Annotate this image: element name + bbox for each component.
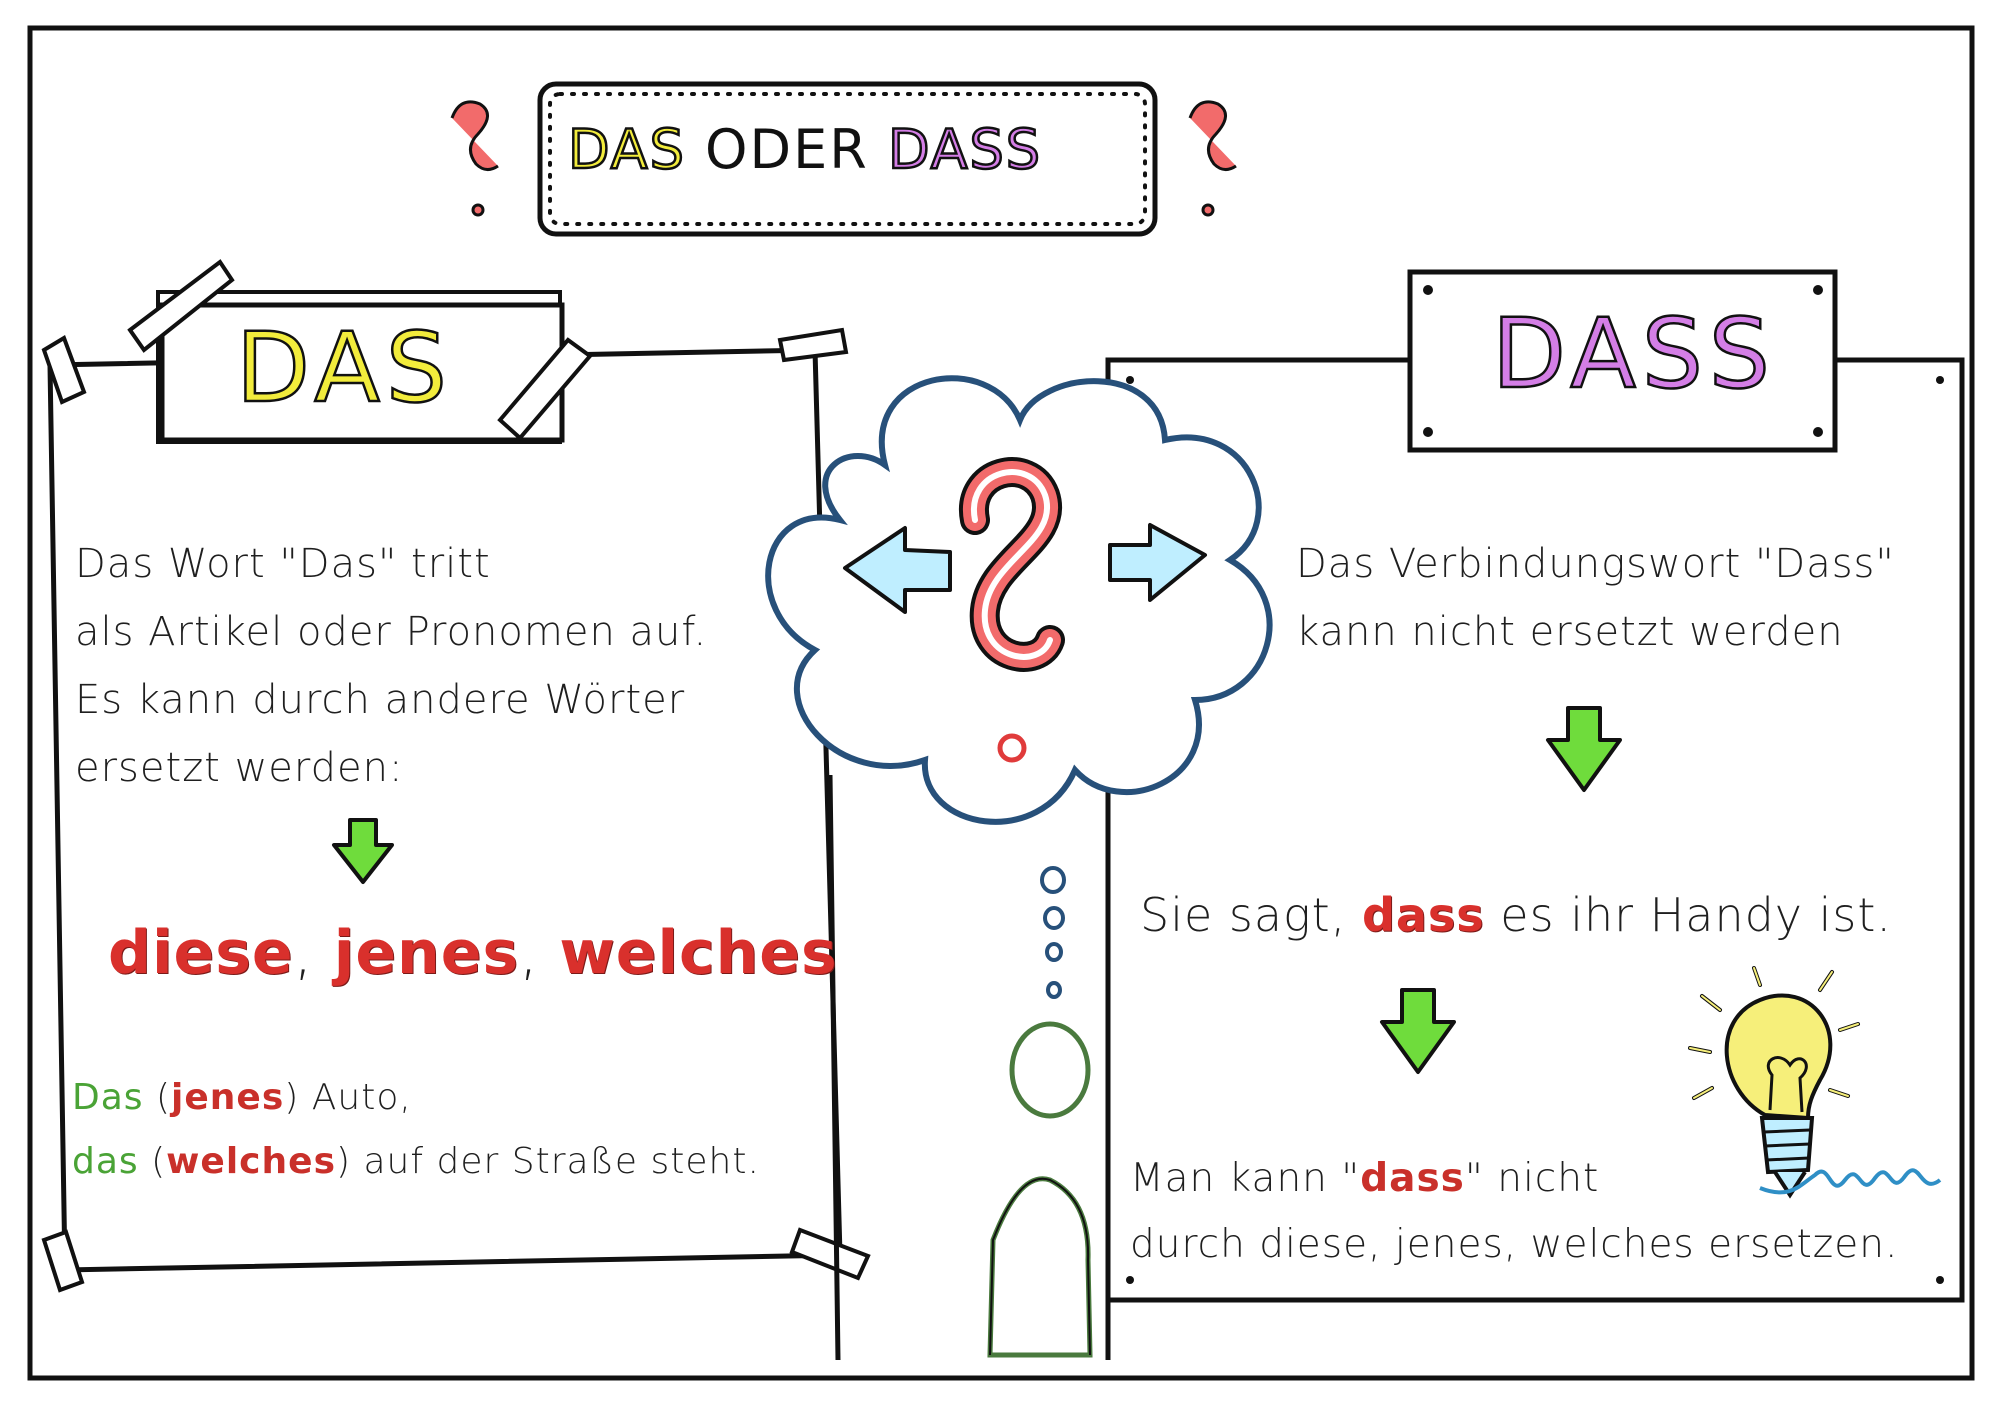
arrow-down-icon [1546, 706, 1622, 792]
rule-text: Man kann " [1130, 1156, 1361, 1201]
question-mark-icon [959, 457, 1065, 763]
example-text: ) Auto, [284, 1077, 412, 1118]
rule-keyword: dass [1360, 1156, 1465, 1201]
example-text: ( [138, 1141, 167, 1182]
example-text: ) auf der Straße steht. [336, 1141, 760, 1182]
thought-bubble [1009, 1021, 1091, 1119]
arrow-left-icon [843, 526, 952, 614]
thought-dots [1040, 866, 1066, 999]
arrow-down-icon [332, 818, 394, 884]
outer-frame [27, 25, 1975, 1381]
example-line: das (welches) auf der Straße steht. [72, 1130, 760, 1194]
separator: , [293, 918, 334, 988]
thought-cloud-icon [765, 375, 1273, 825]
page-title: DAS ODER DASS [567, 117, 1043, 183]
replacement-word: welches [559, 918, 838, 988]
example-text: ( [143, 1077, 172, 1118]
rule-text: " nicht [1464, 1156, 1600, 1201]
left-line: als Artikel oder Pronomen auf. [75, 609, 708, 655]
left-line: ersetzt werden: [75, 745, 404, 791]
right-heading: DASS [1491, 297, 1776, 412]
title-box [537, 81, 1158, 237]
title-oder: ODER [705, 118, 869, 181]
title-box-dotted [548, 92, 1147, 226]
example-sentence: Sie sagt, dass es ihr Handy ist. [1140, 888, 1892, 942]
left-heading-box [159, 302, 565, 443]
left-heading: DAS [235, 311, 453, 426]
separator: , [519, 918, 560, 988]
center-pillar [827, 774, 1111, 1361]
left-description: Das Wort "Das" tritt als Artikel oder Pr… [75, 530, 707, 802]
right-line: Das Verbindungswort "Dass" [1296, 541, 1895, 587]
rivets [1126, 285, 1944, 1284]
example-word: Das [72, 1077, 144, 1118]
example-line: Das (jenes) Auto, [72, 1066, 760, 1130]
sentence-keyword: dass [1361, 888, 1485, 942]
right-line: kann nicht ersetzt werden [1296, 609, 1844, 655]
right-description: Das Verbindungswort "Dass" kann nicht er… [1296, 530, 1895, 666]
title-das: DAS [567, 117, 686, 183]
left-line: Das Wort "Das" tritt [75, 541, 491, 587]
right-rule: Man kann "dass" nicht durch diese, jenes… [1130, 1146, 1898, 1278]
rule-line: Man kann "dass" nicht [1130, 1146, 1898, 1212]
sentence-text: Sie sagt, [1140, 888, 1362, 942]
example-word: das [72, 1141, 139, 1182]
replacement-word: jenes [333, 918, 520, 988]
arrow-right-icon [1108, 523, 1207, 602]
replacement-word: diese [108, 918, 294, 988]
light-bulb-icon [1688, 966, 1942, 1199]
doorway [987, 1176, 1093, 1358]
left-line: Es kann durch andere Wörter [75, 677, 686, 723]
question-mark-icon [1188, 100, 1237, 217]
tape [41, 259, 871, 1293]
example-word: welches [166, 1141, 336, 1182]
sentence-text: es ihr Handy ist. [1484, 888, 1893, 942]
title-dass: DASS [887, 117, 1043, 183]
rule-line: durch diese, jenes, welches ersetzen. [1130, 1222, 1899, 1267]
example-word: jenes [171, 1077, 285, 1118]
question-mark-icon [450, 100, 499, 217]
left-example: Das (jenes) Auto, das (welches) auf der … [72, 1066, 760, 1194]
replacement-words: diese, jenes, welches [108, 918, 838, 988]
arrow-down-icon [1380, 988, 1456, 1074]
right-heading-box [1407, 269, 1838, 453]
